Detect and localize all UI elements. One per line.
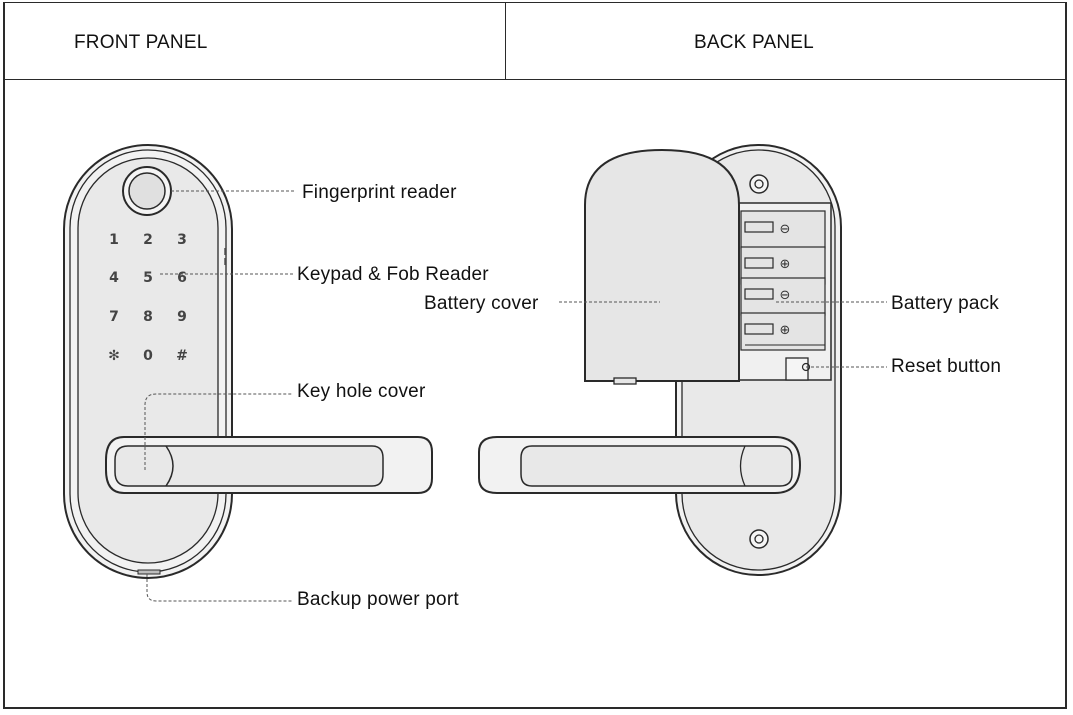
reset-button <box>785 357 811 381</box>
label-battery-cover: Battery cover <box>424 293 539 314</box>
keypad-key: 5 <box>143 270 153 286</box>
battery-terminal-symbol: ⊖ <box>780 288 791 303</box>
battery-pack <box>736 202 832 381</box>
battery-terminal-symbol: ⊕ <box>780 323 791 338</box>
battery-terminal-symbol: ⊕ <box>780 257 791 272</box>
back-leader-lines <box>559 301 887 368</box>
front-leader-lines <box>144 190 294 602</box>
keypad-key: 2 <box>143 232 153 248</box>
keypad-key: 6 <box>177 270 187 286</box>
header-bar <box>5 3 1065 80</box>
keypad-key: 0 <box>143 348 153 364</box>
keypad-key: 7 <box>109 309 119 325</box>
label-reset-button: Reset button <box>891 356 1002 377</box>
keypad-key: 9 <box>177 309 187 325</box>
keypad-key: # <box>176 348 188 364</box>
front-lever-handle <box>105 436 433 494</box>
label-battery-pack: Battery pack <box>891 293 1000 314</box>
backup-power-port <box>137 569 161 575</box>
keypad: 1 2 3 4 5 6 7 8 9 ✻ 0 # <box>108 232 188 364</box>
keypad-key: 1 <box>109 232 119 248</box>
label-keypad-fob-reader: Keypad & Fob Reader <box>297 264 489 285</box>
fingerprint-reader <box>122 166 172 216</box>
front-panel-title: FRONT PANEL <box>74 32 208 53</box>
battery-cover <box>584 148 740 385</box>
diagram-frame <box>3 2 1067 709</box>
header-divider <box>505 3 506 79</box>
top-screw <box>749 174 769 194</box>
label-key-hole-cover: Key hole cover <box>297 381 426 402</box>
keypad-key: 8 <box>143 309 153 325</box>
label-backup-power-port: Backup power port <box>297 589 459 610</box>
bottom-screw <box>749 529 769 549</box>
keypad-key: 4 <box>109 270 119 286</box>
keypad-key: ✻ <box>108 348 120 364</box>
back-lever-handle <box>478 436 802 494</box>
battery-terminals: ⊖ ⊕ ⊖ ⊕ <box>780 222 791 338</box>
back-panel-title: BACK PANEL <box>694 32 814 53</box>
keypad-key: 3 <box>177 232 187 248</box>
label-fingerprint-reader: Fingerprint reader <box>302 182 457 203</box>
battery-terminal-symbol: ⊖ <box>780 222 791 237</box>
